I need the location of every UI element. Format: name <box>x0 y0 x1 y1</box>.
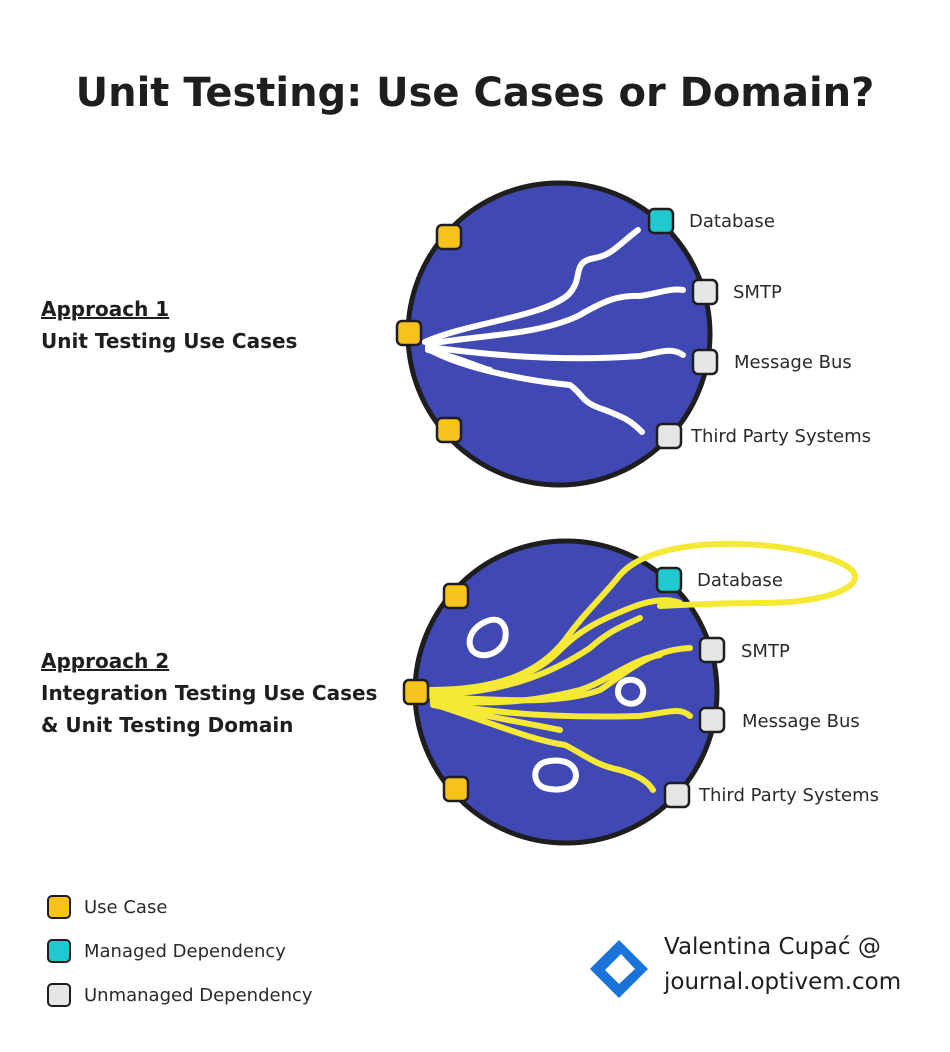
managed-dependency-node <box>655 566 683 594</box>
unmanaged-dependency-node <box>698 706 726 734</box>
line-to-smtp-1 <box>425 286 686 347</box>
line-branch-1 <box>425 347 493 373</box>
line-to-messagebus-2 <box>430 699 693 720</box>
diagram1-label-smtp: SMTP <box>733 282 782 303</box>
legend-label: Managed Dependency <box>84 940 286 962</box>
line-to-database-2b <box>427 597 683 695</box>
diagram2-label-smtp: SMTP <box>741 641 790 662</box>
legend-label: Use Case <box>84 896 168 918</box>
nodes-1 <box>395 207 719 450</box>
line-to-database-1 <box>422 227 641 345</box>
approach-2-heading: Approach 2 <box>41 649 170 673</box>
use-case-node <box>435 416 463 444</box>
legend-managed-dependency: Managed Dependency <box>47 937 286 965</box>
diagram1-label-database: Database <box>689 211 775 232</box>
credit: Valentina Cupać @ journal.optivem.com <box>664 930 901 1000</box>
legend-unmanaged-dependency: Unmanaged Dependency <box>47 981 313 1009</box>
approach-2-text: Approach 2 Integration Testing Use Cases… <box>41 645 377 741</box>
use-case-node <box>442 775 470 803</box>
domain-blob <box>532 757 580 793</box>
legend-label: Unmanaged Dependency <box>84 984 313 1006</box>
dependency-lines-2 <box>427 540 859 793</box>
use-case-node <box>435 223 463 251</box>
diagram1-label-message-bus: Message Bus <box>734 352 852 373</box>
nodes-2 <box>402 566 726 809</box>
dependency-lines-1 <box>422 227 686 435</box>
line-to-database-2 <box>427 540 859 693</box>
line-branch-2 <box>430 702 563 733</box>
line-to-database-2c <box>429 615 643 697</box>
diagram-2 <box>402 538 859 846</box>
managed-dependency-node <box>647 207 675 235</box>
domain-blob <box>466 616 509 659</box>
approach-2-line2: & Unit Testing Domain <box>41 713 294 737</box>
use-case-node <box>402 678 430 706</box>
diagram-1 <box>395 180 719 488</box>
unmanaged-dependency-node <box>663 781 691 809</box>
legend-use-case: Use Case <box>47 893 167 921</box>
unmanaged-dependency-swatch-icon <box>47 983 71 1007</box>
line-to-messagebus-1 <box>425 344 686 362</box>
unmanaged-dependency-node <box>691 278 719 306</box>
approach-1-heading: Approach 1 <box>41 297 170 321</box>
line-to-third-party-2 <box>430 701 656 793</box>
diagram2-label-database: Database <box>697 570 783 591</box>
diagram2-label-third-party: Third Party Systems <box>699 785 880 806</box>
use-case-swatch-icon <box>47 895 71 919</box>
managed-dependency-swatch-icon <box>47 939 71 963</box>
line-to-smtp-2b <box>430 652 663 706</box>
credit-author: Valentina Cupać @ <box>664 934 881 960</box>
use-case-node <box>442 582 470 610</box>
diagram2-label-message-bus: Message Bus <box>742 711 860 732</box>
diamond-logo-icon <box>590 940 648 998</box>
diagram1-label-third-party: Third Party Systems <box>691 426 872 447</box>
approach-2-line1: Integration Testing Use Cases <box>41 681 378 705</box>
credit-site-link[interactable]: journal.optivem.com <box>664 969 902 995</box>
page-title: Unit Testing: Use Cases or Domain? <box>75 70 875 116</box>
use-case-node <box>395 319 423 347</box>
approach-1-text: Approach 1 Unit Testing Use Cases <box>41 293 297 357</box>
domain-blobs <box>466 616 647 793</box>
approach-1-subtitle: Unit Testing Use Cases <box>41 329 298 353</box>
domain-blob <box>614 676 647 707</box>
unmanaged-dependency-node <box>698 636 726 664</box>
unmanaged-dependency-node <box>691 348 719 376</box>
unmanaged-dependency-node <box>655 422 683 450</box>
